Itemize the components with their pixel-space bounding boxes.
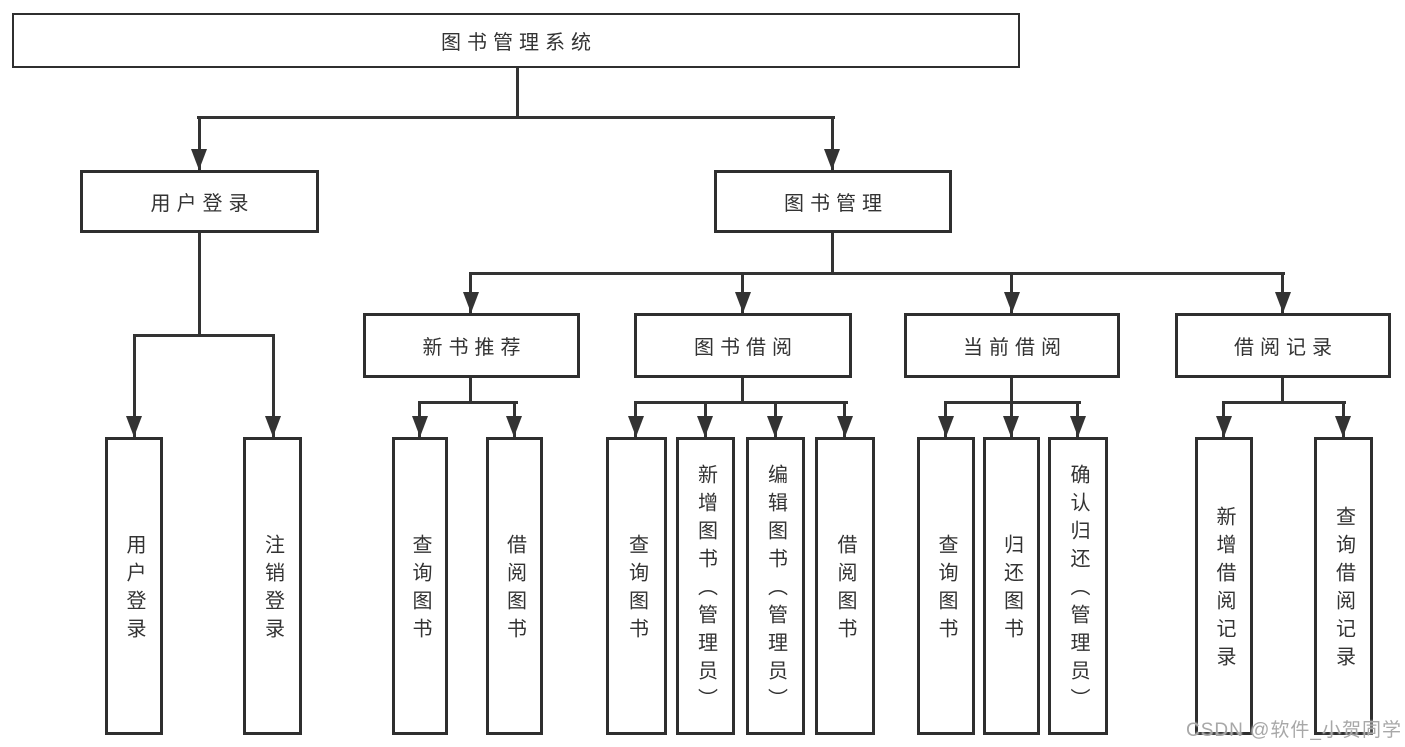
leaf-query-book-current: 查询图书 <box>917 437 975 735</box>
leaf-query-borrow-record: 查询借阅记录 <box>1314 437 1373 735</box>
connector-user-login-stem <box>198 233 201 337</box>
arrowhead-down-icon <box>412 416 428 437</box>
node-borrow-records-label: 借阅记录 <box>1234 337 1338 359</box>
connector-to-user-login <box>198 116 201 170</box>
connector-to-leaf-user-login <box>133 334 136 437</box>
arrowhead-down-icon <box>938 416 954 437</box>
node-new-book-recommend: 新书推荐 <box>363 313 580 378</box>
leaf-return-book-label: 归还图书 <box>1000 534 1023 646</box>
arrowhead-down-icon <box>1335 416 1351 437</box>
node-book-management: 图书管理 <box>714 170 952 233</box>
arrowhead-down-icon <box>191 149 207 170</box>
leaf-query-borrow-record-label: 查询借阅记录 <box>1332 506 1355 674</box>
node-book-borrow: 图书借阅 <box>634 313 852 378</box>
arrowhead-down-icon <box>767 416 783 437</box>
leaf-query-book-recommend: 查询图书 <box>392 437 448 735</box>
node-root-label: 图书管理系统 <box>441 32 597 54</box>
leaf-logout-label: 注销登录 <box>261 534 284 646</box>
arrowhead-down-icon <box>1275 292 1291 313</box>
connector-current-borrow-stem <box>1010 378 1013 404</box>
leaf-query-book-recommend-label: 查询图书 <box>409 534 431 646</box>
leaf-add-borrow-record: 新增借阅记录 <box>1195 437 1253 735</box>
connector-book-borrow-stem <box>741 378 744 404</box>
connector-user-login-rail <box>133 334 275 337</box>
watermark: CSDN @软件_小贺同学 <box>1186 720 1402 741</box>
arrowhead-down-icon <box>463 292 479 313</box>
leaf-user-login-label: 用户登录 <box>123 534 145 646</box>
connector-book-management-rail <box>469 272 1285 275</box>
connector-book-borrow-rail <box>634 401 848 404</box>
connector-borrow-records-rail <box>1222 401 1346 404</box>
leaf-confirm-return-admin: 确认归还（管理员） <box>1048 437 1108 735</box>
leaf-borrow-book-recommend-label: 借阅图书 <box>503 534 526 646</box>
connector-new-book-rail <box>418 401 518 404</box>
arrowhead-down-icon <box>1004 292 1020 313</box>
connector-new-book-stem <box>469 378 472 404</box>
arrowhead-down-icon <box>837 416 853 437</box>
leaf-user-login: 用户登录 <box>105 437 163 735</box>
node-book-borrow-label: 图书借阅 <box>694 337 798 359</box>
connector-root-rail <box>197 116 835 119</box>
node-user-login: 用户登录 <box>80 170 319 233</box>
leaf-query-book-borrow: 查询图书 <box>606 437 667 735</box>
leaf-borrow-book-label: 借阅图书 <box>834 534 856 646</box>
connector-to-book-management <box>831 116 834 170</box>
arrowhead-down-icon <box>265 416 281 437</box>
connector-borrow-records-stem <box>1281 378 1284 404</box>
node-book-management-label: 图书管理 <box>784 193 888 215</box>
arrowhead-down-icon <box>506 416 522 437</box>
leaf-add-borrow-record-label: 新增借阅记录 <box>1213 506 1235 674</box>
leaf-edit-book-admin-label: 编辑图书（管理员） <box>764 464 787 716</box>
connector-to-leaf-logout <box>272 334 275 437</box>
leaf-borrow-book-recommend: 借阅图书 <box>486 437 543 735</box>
node-borrow-records: 借阅记录 <box>1175 313 1391 378</box>
arrowhead-down-icon <box>824 149 840 170</box>
node-current-borrow-label: 当前借阅 <box>963 337 1067 359</box>
arrowhead-down-icon <box>697 416 713 437</box>
arrowhead-down-icon <box>735 292 751 313</box>
leaf-query-book-current-label: 查询图书 <box>935 534 957 646</box>
leaf-add-book-admin: 新增图书（管理员） <box>676 437 735 735</box>
arrowhead-down-icon <box>1003 416 1019 437</box>
arrowhead-down-icon <box>1070 416 1086 437</box>
leaf-return-book: 归还图书 <box>983 437 1040 735</box>
arrowhead-down-icon <box>628 416 644 437</box>
leaf-borrow-book: 借阅图书 <box>815 437 875 735</box>
leaf-edit-book-admin: 编辑图书（管理员） <box>746 437 805 735</box>
leaf-logout: 注销登录 <box>243 437 302 735</box>
node-user-login-label: 用户登录 <box>150 193 255 215</box>
arrowhead-down-icon <box>126 416 142 437</box>
arrowhead-down-icon <box>1216 416 1232 437</box>
node-new-book-recommend-label: 新书推荐 <box>422 337 527 359</box>
node-current-borrow: 当前借阅 <box>904 313 1120 378</box>
leaf-query-book-borrow-label: 查询图书 <box>625 534 648 646</box>
leaf-add-book-admin-label: 新增图书（管理员） <box>694 464 717 716</box>
connector-root-stem <box>516 68 519 118</box>
node-root: 图书管理系统 <box>12 13 1020 68</box>
leaf-confirm-return-admin-label: 确认归还（管理员） <box>1067 464 1089 716</box>
connector-book-management-stem <box>831 233 834 275</box>
